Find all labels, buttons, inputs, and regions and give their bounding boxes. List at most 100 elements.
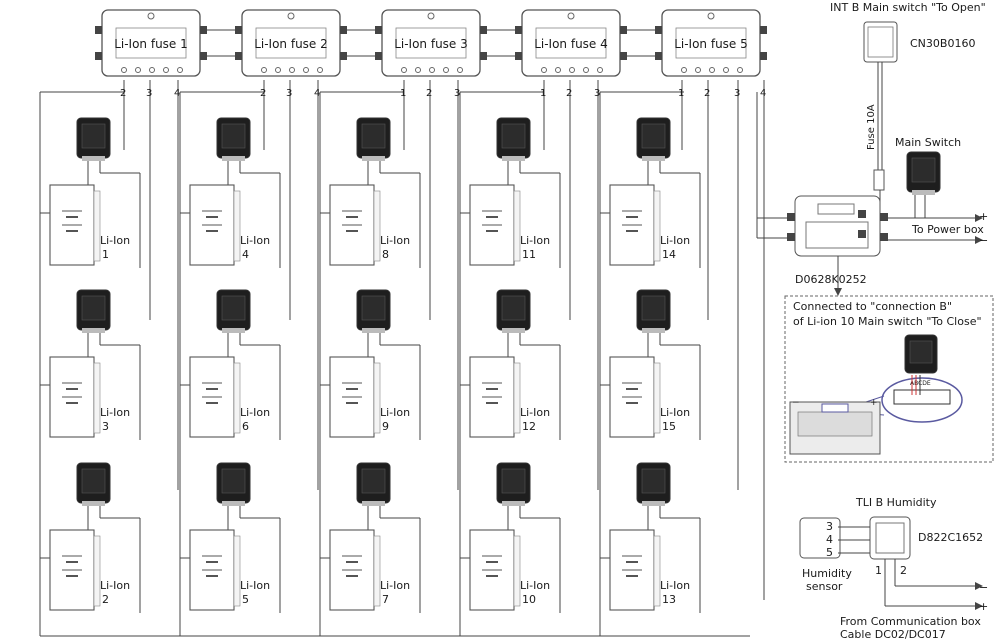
battery-number: 2	[102, 593, 109, 606]
humidity-pin-4: 4	[826, 533, 833, 546]
tli-box[interactable]	[869, 516, 911, 560]
fuse-pin: 3	[286, 88, 292, 99]
humidity-sensor[interactable]	[799, 517, 841, 559]
battery-type: Li-Ion	[520, 234, 550, 247]
zoom-ellipse	[881, 377, 963, 423]
battery-type: Li-Ion	[380, 406, 410, 419]
svg-text:−: −	[792, 398, 800, 408]
battery-type: Li-Ion	[380, 579, 410, 592]
fuse-pin: 3	[146, 88, 152, 99]
minus-power: −	[979, 234, 988, 247]
fuse-pin: 4	[760, 88, 766, 99]
fuse-pin: 4	[174, 88, 180, 99]
battery-number: 9	[382, 420, 389, 433]
main-switch[interactable]	[906, 151, 941, 195]
int-b-code: CN30B0160	[910, 37, 975, 50]
tli-title: TLI B Humidity	[855, 496, 937, 509]
battery-type: Li-Ion	[380, 234, 410, 247]
int-b-switch[interactable]	[863, 21, 898, 63]
battery-number: 13	[662, 593, 676, 606]
fuse-pin: 2	[426, 88, 432, 99]
battery-type: Li-Ion	[520, 579, 550, 592]
battery-type: Li-Ion	[240, 579, 270, 592]
connected-line1: Connected to "connection B"	[793, 300, 952, 313]
fuse-5[interactable]: Li-Ion fuse 5	[655, 9, 767, 77]
battery-type: Li-Ion	[660, 579, 690, 592]
humidity-pin-5: 5	[826, 546, 833, 559]
connection-b-inset	[784, 295, 994, 463]
battery-type: Li-Ion	[520, 406, 550, 419]
tli-pin2: 2	[900, 564, 907, 577]
battery-type: Li-Ion	[240, 406, 270, 419]
battery-number: 14	[662, 248, 676, 261]
fuse-pin: 3	[594, 88, 600, 99]
fuse-10a	[873, 169, 885, 191]
fuse-label: Li-Ion fuse 3	[394, 37, 468, 51]
battery-type: Li-Ion	[660, 406, 690, 419]
main-switch-label: Main Switch	[895, 136, 961, 149]
tli-pin1: 1	[875, 564, 882, 577]
battery-number: 5	[242, 593, 249, 606]
battery-type: Li-Ion	[100, 406, 130, 419]
fuse-label: Li-Ion fuse 4	[534, 37, 608, 51]
battery-type: Li-Ion	[240, 234, 270, 247]
battery-number: 8	[382, 248, 389, 261]
connected-line2: of Li-ion 10 Main switch "To Close"	[793, 315, 982, 328]
hub-d0628k0252[interactable]	[787, 195, 888, 257]
fuse-pin: 3	[454, 88, 460, 99]
battery-number: 7	[382, 593, 389, 606]
fuse-pin: 4	[314, 88, 320, 99]
fuse-pin: 3	[734, 88, 740, 99]
fuse-10a-label: Fuse 10A	[866, 104, 877, 150]
fuse-label: Li-Ion fuse 2	[254, 37, 328, 51]
right-panel: INT B Main switch "To Open" CN30B0160 Fu…	[757, 1, 994, 640]
fuse-label: Li-Ion fuse 5	[674, 37, 748, 51]
battery-number: 10	[522, 593, 536, 606]
fuse-pin: 1	[400, 88, 406, 99]
fuse-4[interactable]: Li-Ion fuse 4	[515, 9, 627, 77]
battery-type: Li-Ion	[100, 579, 130, 592]
fuse-pin: 1	[540, 88, 546, 99]
comm-line1: From Communication box	[840, 615, 981, 628]
hub-code: D0628K0252	[795, 273, 867, 286]
fuse-label: Li-Ion fuse 1	[114, 37, 188, 51]
svg-text:−: −	[979, 581, 988, 594]
plus-power: +	[979, 210, 988, 223]
fuse-3[interactable]: Li-Ion fuse 3	[375, 9, 487, 77]
svg-text:+: +	[979, 600, 988, 613]
battery-number: 1	[102, 248, 109, 261]
tli-code: D822C1652	[918, 531, 983, 544]
inset-switch	[904, 334, 938, 374]
battery-type: Li-Ion	[660, 234, 690, 247]
fuse-2[interactable]: Li-Ion fuse 2	[235, 9, 347, 77]
battery-number: 6	[242, 420, 249, 433]
comm-line2: Cable DC02/DC017	[840, 628, 946, 640]
fuse-pin: 2	[120, 88, 126, 99]
fuse-1[interactable]: Li-Ion fuse 1	[95, 9, 207, 77]
fuse-pin: 2	[566, 88, 572, 99]
battery-type: Li-Ion	[100, 234, 130, 247]
svg-text:+: +	[870, 398, 878, 408]
fuse-pin: 1	[678, 88, 684, 99]
battery-number: 12	[522, 420, 536, 433]
int-b-title: INT B Main switch "To Open"	[830, 1, 986, 14]
humidity-line1: Humidity	[802, 567, 852, 580]
inset-battery: − +	[789, 398, 881, 455]
